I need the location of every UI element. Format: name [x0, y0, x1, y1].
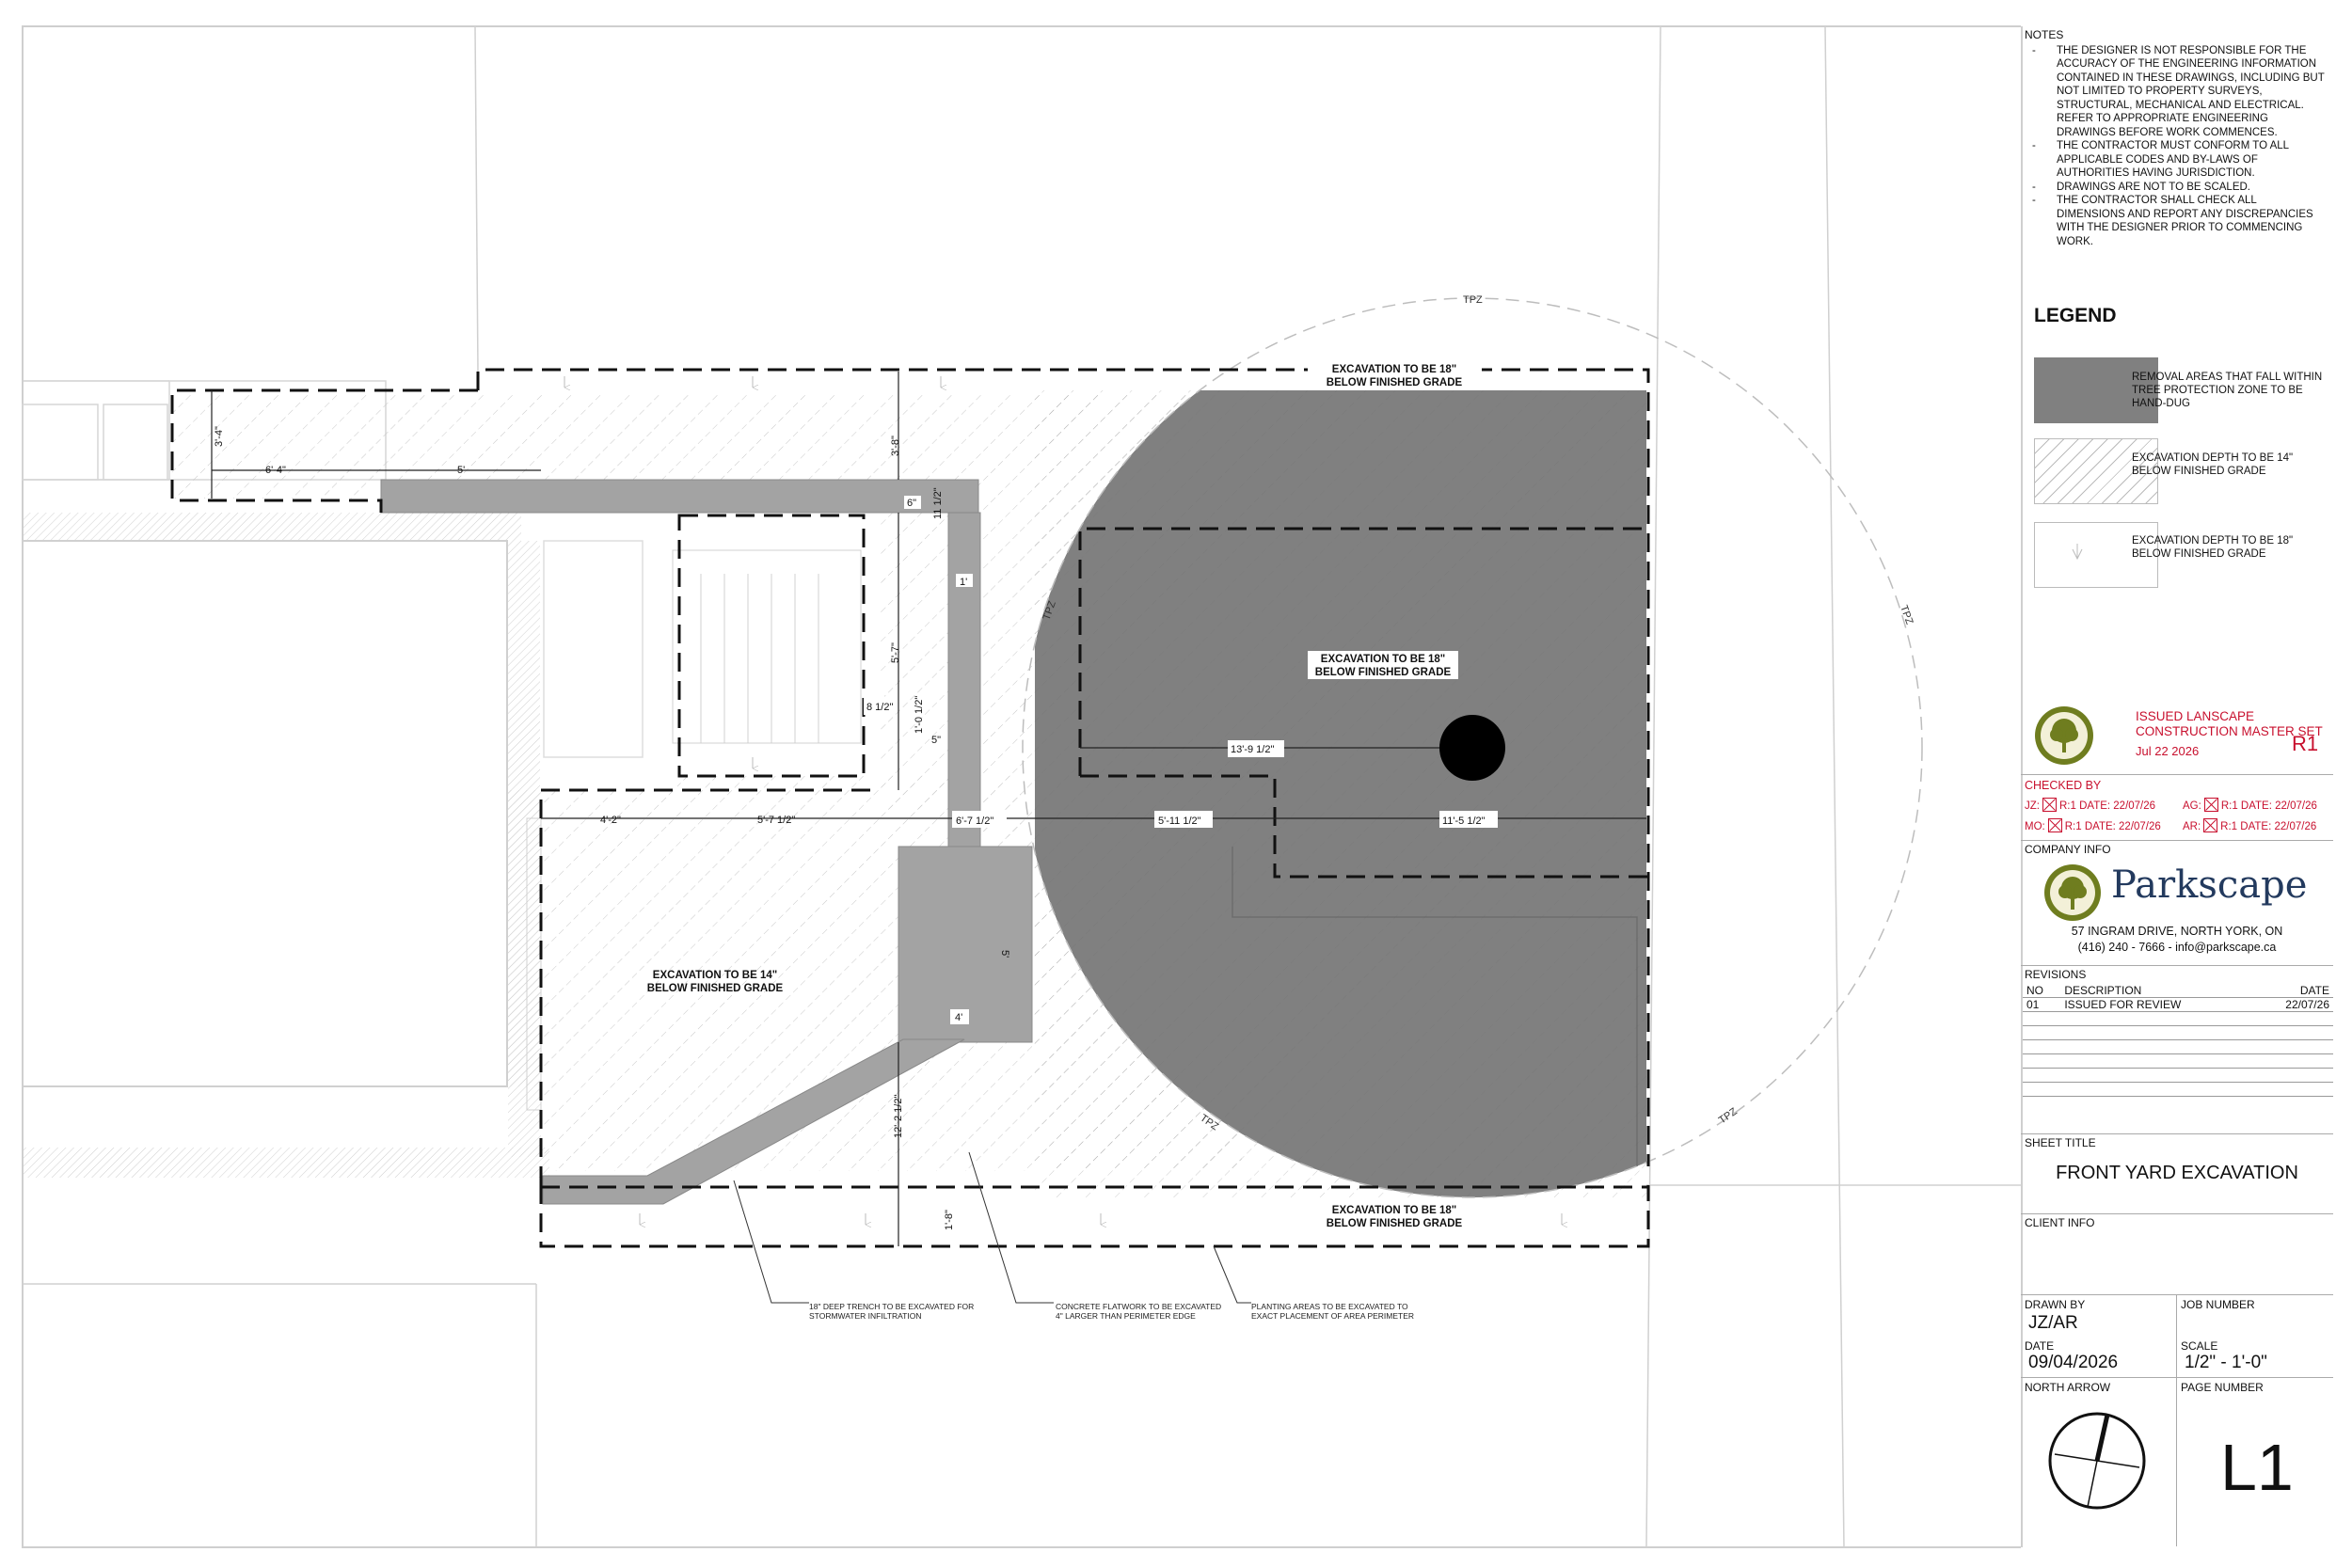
company-logo-icon	[2044, 864, 2101, 921]
svg-text:5': 5'	[457, 465, 465, 476]
scale-value: 1/2" - 1'-0"	[2185, 1353, 2267, 1372]
drawn-by-label: DRAWN BY	[2025, 1298, 2086, 1311]
svg-text:PLANTING AREAS TO BE EXCAVATED: PLANTING AREAS TO BE EXCAVATED TO	[1251, 1302, 1408, 1311]
table-row: 01 ISSUED FOR REVIEW 22/07/26	[2023, 997, 2333, 1012]
svg-text:EXCAVATION TO BE 14": EXCAVATION TO BE 14"	[653, 970, 777, 981]
checked-entry: AG:R:1 DATE: 22/07/26	[2183, 798, 2317, 812]
checked-entry: AR:R:1 DATE: 22/07/26	[2183, 818, 2316, 832]
date-value: 09/04/2026	[2028, 1353, 2119, 1372]
sheet-title-label: SHEET TITLE	[2025, 1136, 2096, 1149]
svg-text:12'-2 1/2": 12'-2 1/2"	[893, 1095, 904, 1138]
note-item: THE CONTRACTOR SHALL CHECK ALL DIMENSION…	[2025, 194, 2326, 248]
revision-code: R1	[2292, 732, 2319, 755]
svg-text:BELOW FINISHED GRADE: BELOW FINISHED GRADE	[1327, 1218, 1463, 1229]
page-number-label: PAGE NUMBER	[2181, 1381, 2264, 1394]
revisions-label: REVISIONS	[2025, 968, 2087, 981]
svg-text:BELOW FINISHED GRADE: BELOW FINISHED GRADE	[1327, 377, 1463, 388]
legend-swatch-solid	[2034, 357, 2158, 423]
revisions-table: NO DESCRIPTION DATE 01 ISSUED FOR REVIEW…	[2023, 984, 2333, 1097]
date-label: DATE	[2025, 1339, 2055, 1353]
checked-entry: JZ:R:1 DATE: 22/07/26	[2025, 798, 2155, 812]
tpz-boundary	[1022, 297, 1923, 1198]
svg-text:1': 1'	[960, 577, 967, 588]
dimension-labels: 3'-4" 6'-4" 5' 3'-8" 6" 11 1/2" 1' 5'-7"…	[214, 426, 1498, 1230]
north-arrow-icon	[2048, 1412, 2146, 1510]
company-name: Parkscape	[2111, 863, 2308, 907]
svg-text:11 1/2": 11 1/2"	[932, 487, 944, 519]
title-block	[2021, 26, 2335, 1547]
company-info-label: COMPANY INFO	[2025, 843, 2111, 856]
svg-text:8 1/2": 8 1/2"	[866, 702, 893, 713]
svg-text:6": 6"	[907, 498, 916, 509]
svg-text:EXCAVATION TO BE 18": EXCAVATION TO BE 18"	[1321, 654, 1445, 665]
svg-text:TPZ: TPZ	[1898, 604, 1915, 626]
svg-text:11'-5 1/2": 11'-5 1/2"	[1442, 816, 1486, 827]
svg-text:6'-7 1/2": 6'-7 1/2"	[956, 816, 993, 827]
svg-text:1'-8": 1'-8"	[944, 1210, 955, 1230]
svg-text:TPZ: TPZ	[1717, 1106, 1740, 1127]
legend-item-text: REMOVAL AREAS THAT FALL WITHIN TREE PROT…	[2132, 372, 2323, 409]
svg-text:5'-7 1/2": 5'-7 1/2"	[757, 815, 795, 826]
svg-text:5'-11 1/2": 5'-11 1/2"	[1158, 816, 1201, 827]
note-item: DRAWINGS ARE NOT TO BE SCALED.	[2025, 181, 2326, 195]
checked-entry: MO:R:1 DATE: 22/07/26	[2025, 818, 2161, 832]
checked-by-title: CHECKED BY	[2025, 779, 2102, 792]
table-header-row: NO DESCRIPTION DATE	[2023, 984, 2333, 998]
company-contact: (416) 240 - 7666 - info@parkscape.ca	[2077, 941, 2277, 954]
svg-text:BELOW FINISHED GRADE: BELOW FINISHED GRADE	[647, 983, 784, 994]
legend-title: LEGEND	[2034, 305, 2117, 326]
svg-text:5'-7": 5'-7"	[890, 642, 901, 663]
legend-item-text: EXCAVATION DEPTH TO BE 18" BELOW FINISHE…	[2132, 535, 2294, 560]
drawn-by-value: JZ/AR	[2028, 1313, 2078, 1333]
svg-text:1'-0 1/2": 1'-0 1/2"	[914, 696, 925, 734]
svg-text:3'-4": 3'-4"	[214, 426, 225, 447]
job-number-label: JOB NUMBER	[2181, 1298, 2255, 1311]
legend-swatch-arrow	[2034, 522, 2158, 588]
note-item: THE CONTRACTOR MUST CONFORM TO ALL APPLI…	[2025, 139, 2326, 181]
svg-text:EXCAVATION TO BE 18": EXCAVATION TO BE 18"	[1332, 364, 1456, 375]
tpz-label-top: TPZ	[1463, 294, 1483, 306]
site-plan: TPZ TPZ TPZ TPZ TPZ	[22, 25, 2021, 1548]
note-item: THE DESIGNER IS NOT RESPONSIBLE FOR THE …	[2025, 44, 2326, 140]
legend-swatch-hatch	[2034, 438, 2158, 504]
concrete-flatwork	[380, 479, 1033, 1205]
building-lower-wall	[23, 1148, 549, 1178]
svg-text:5': 5'	[999, 950, 1010, 958]
notes-title: NOTES	[2025, 28, 2064, 41]
company-logo-icon	[2035, 706, 2093, 765]
svg-text:4': 4'	[955, 1012, 962, 1023]
svg-text:4" LARGER THAN PERIMETER EDGE: 4" LARGER THAN PERIMETER EDGE	[1056, 1311, 1196, 1321]
page-number: L1	[2220, 1431, 2294, 1504]
callout-leaders	[733, 1151, 1251, 1304]
svg-text:3'-8": 3'-8"	[890, 436, 901, 456]
legend-item-text: EXCAVATION DEPTH TO BE 14" BELOW FINISHE…	[2132, 452, 2294, 477]
svg-text:BELOW FINISHED GRADE: BELOW FINISHED GRADE	[1315, 667, 1452, 678]
svg-text:EXCAVATION TO BE 18": EXCAVATION TO BE 18"	[1332, 1205, 1456, 1216]
excavation-18-outlines	[170, 368, 1650, 1248]
tree-trunk	[1439, 715, 1505, 781]
svg-text:13'-9 1/2": 13'-9 1/2"	[1231, 744, 1274, 755]
client-info-label: CLIENT INFO	[2025, 1216, 2095, 1229]
svg-text:STORMWATER INFILTRATION: STORMWATER INFILTRATION	[809, 1311, 921, 1321]
issue-date: Jul 22 2026	[2136, 744, 2200, 758]
scale-label: SCALE	[2181, 1339, 2218, 1353]
notes-section: NOTES THE DESIGNER IS NOT RESPONSIBLE FO…	[2025, 28, 2326, 248]
company-address: 57 INGRAM DRIVE, NORTH YORK, ON	[2071, 925, 2283, 938]
svg-text:6'-4": 6'-4"	[265, 465, 286, 476]
north-arrow-label: NORTH ARROW	[2025, 1381, 2111, 1394]
svg-text:EXACT PLACEMENT OF AREA PERIME: EXACT PLACEMENT OF AREA PERIMETER	[1251, 1311, 1414, 1321]
sheet-title: FRONT YARD EXCAVATION	[2056, 1163, 2298, 1183]
arrow-down-icon	[2072, 544, 2083, 561]
building-outline	[22, 540, 508, 1087]
issue-title: ISSUED LANSCAPE CONSTRUCTION MASTER SET	[2136, 709, 2323, 738]
stairs	[672, 549, 862, 744]
svg-text:5": 5"	[931, 735, 941, 746]
svg-text:18" DEEP TRENCH TO BE EXCAVATE: 18" DEEP TRENCH TO BE EXCAVATED FOR	[809, 1302, 974, 1311]
building-wall	[23, 513, 521, 541]
callout-texts: 18" DEEP TRENCH TO BE EXCAVATED FOR STOR…	[809, 1302, 1414, 1321]
excavation-labels: EXCAVATION TO BE 18" BELOW FINISHED GRAD…	[647, 361, 1482, 1230]
svg-text:CONCRETE FLATWORK TO BE EXCAVA: CONCRETE FLATWORK TO BE EXCAVATED	[1056, 1302, 1221, 1311]
svg-text:4'-2": 4'-2"	[600, 815, 621, 826]
